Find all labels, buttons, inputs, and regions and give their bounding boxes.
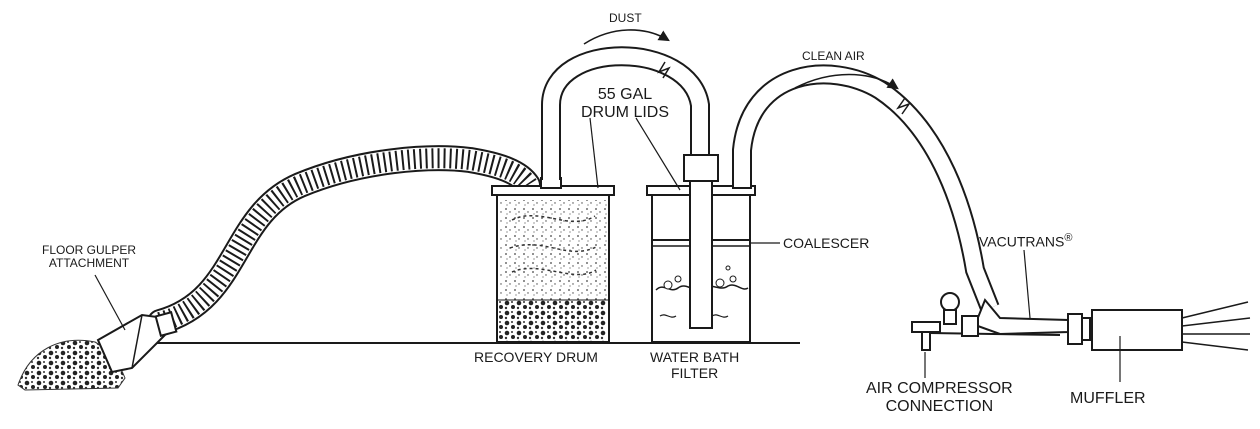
air-compressor-label-line1: AIR COMPRESSOR [866,380,1013,397]
air-compressor-label: AIR COMPRESSOR CONNECTION [866,380,1013,416]
dust-flow-arrow [583,29,670,45]
water-bath-label-line2: FILTER [670,364,719,381]
spill-pile [17,339,126,391]
drum-lids-label-line1: 55 GAL [597,86,653,103]
registered-mark: ® [1064,232,1073,244]
water-bath-filter-drum [646,154,756,343]
water-bath-label-line1: WATER BATH [650,349,740,365]
water-bath-filter-label: WATER BATH FILTER [650,349,740,381]
clean-air-hose [732,64,1000,312]
recovery-drum [491,177,615,343]
clean-air-label: CLEAN AIR [802,49,865,63]
dust-label: DUST [609,11,642,25]
floor-gulper-label-line2: ATTACHMENT [48,256,130,271]
drum-lids-label-line2: DRUM LIDS [581,103,670,121]
recovery-drum-label: RECOVERY DRUM [474,349,598,365]
clean-air-flow-arrow [794,73,899,90]
dust-hose [541,46,710,180]
muffler-label: MUFFLER [1070,390,1146,407]
vacutrans-leader [1023,249,1031,319]
floor-gulper-leader [94,274,126,331]
floor-gulper-label-line1: FLOOR GULPER [42,243,137,257]
vacutrans-unit [911,292,1069,351]
floor-gulper-label: FLOOR GULPER ATTACHMENT [42,243,137,271]
drum-lids-label: 55 GAL DRUM LIDS [581,86,669,122]
floor-gulper-attachment [96,311,178,374]
muffler [1067,301,1251,382]
coalescer-label: COALESCER [783,235,870,251]
vacutrans-label: VACUTRANS® [979,232,1072,250]
vacutrans-label-text: VACUTRANS [979,233,1065,250]
flexible-hose [147,145,541,335]
air-compressor-label-line2: CONNECTION [885,397,994,415]
drum-lids-leaders [589,117,681,191]
